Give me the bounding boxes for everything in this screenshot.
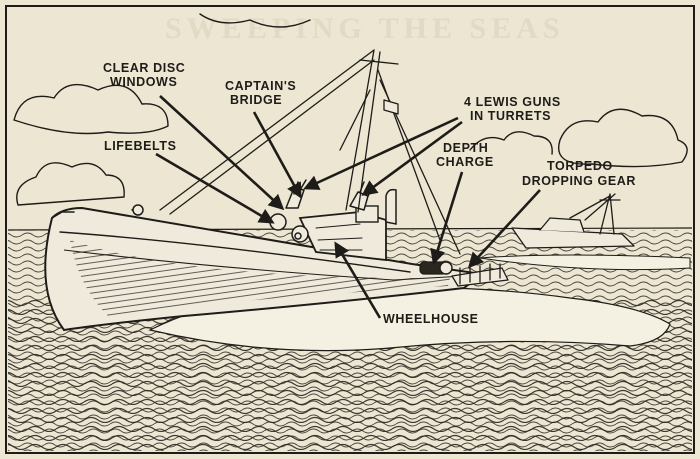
- label-wheelhouse: WHEELHOUSE: [383, 312, 479, 326]
- arrow-captains-bridge: [252, 111, 302, 199]
- torpedo-dropping-gear: [451, 263, 509, 287]
- label-depth: DEPTH: [443, 141, 488, 155]
- label-torpedo: TORPEDO: [547, 159, 613, 173]
- callout-labels: CLEAR DISC WINDOWS CAPTAIN'S BRIDGE 4 LE…: [103, 61, 636, 326]
- ensign-flag: [383, 99, 399, 115]
- depth-charge: [419, 261, 453, 275]
- arrow-depth-charge: [430, 171, 464, 265]
- arrow-torpedo-gear: [467, 189, 541, 269]
- label-windows: WINDOWS: [110, 75, 177, 89]
- distant-wake: [479, 254, 691, 271]
- leader-arrows: [155, 95, 541, 319]
- label-dropping-gear: DROPPING GEAR: [522, 174, 636, 188]
- arrow-lifebelts: [155, 152, 275, 224]
- arrow-clear-disc-windows: [159, 95, 285, 211]
- arrow-lewis-guns-a: [303, 116, 459, 190]
- vent-funnel: [385, 188, 397, 225]
- label-captains: CAPTAIN'S: [225, 79, 296, 93]
- label-charge: CHARGE: [436, 155, 494, 169]
- label-clear-disc: CLEAR DISC: [103, 61, 185, 75]
- main-boat: [44, 49, 509, 332]
- arrow-wheelhouse: [334, 241, 382, 319]
- label-bridge: BRIDGE: [230, 93, 282, 107]
- background-heading: SWEEPING THE SEAS: [165, 12, 565, 45]
- label-in-turrets: IN TURRETS: [470, 109, 551, 123]
- arrow-lewis-guns-b: [361, 120, 463, 196]
- clouds: [13, 13, 688, 206]
- distant-boat: [511, 193, 635, 249]
- label-lifebelts: LIFEBELTS: [104, 139, 177, 153]
- wheelhouse: [298, 211, 387, 262]
- frame-border: [5, 5, 695, 454]
- label-lewis-guns: 4 LEWIS GUNS: [464, 95, 561, 109]
- bow-fitting: [132, 204, 144, 216]
